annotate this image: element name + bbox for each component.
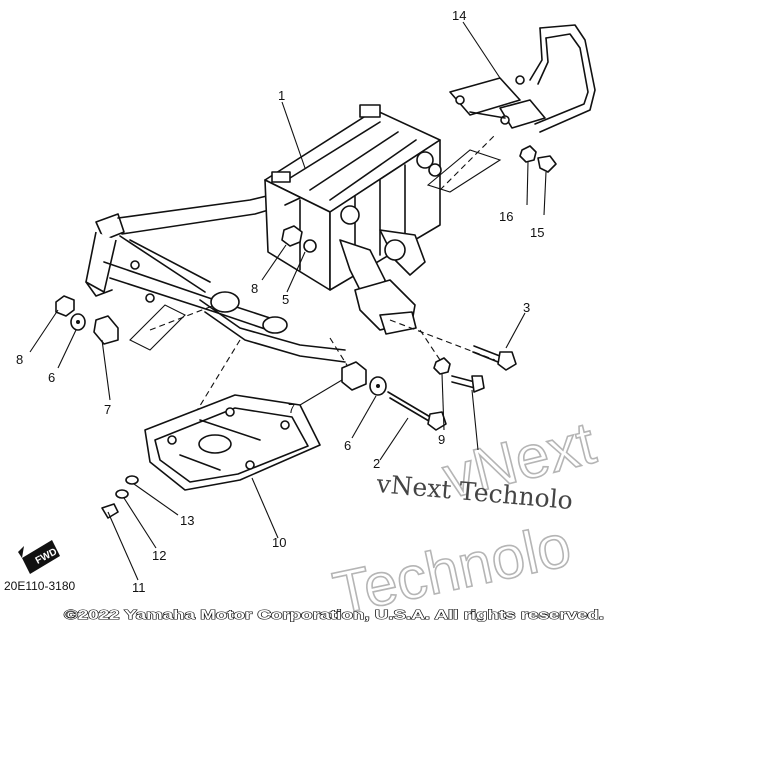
callout-13: 13 [180, 513, 194, 528]
bolt-11 [101, 503, 119, 519]
callout-11: 11 [132, 580, 146, 595]
callout-leaders [29, 21, 547, 581]
rear-grab-bar [449, 24, 596, 133]
callout-2: 2 [373, 456, 380, 471]
watermark: vNext Technolo [327, 408, 603, 628]
bolt-15 [537, 155, 557, 173]
washer-12 [115, 489, 129, 499]
collar-7-right [341, 361, 367, 391]
nut-8-center [281, 225, 303, 247]
callout-5: 5 [282, 292, 289, 307]
copyright-notice: ©2022 Yamaha Motor Corporation, U.S.A. A… [64, 607, 604, 622]
nut-16 [519, 145, 537, 163]
bolt-2 [427, 411, 447, 431]
callouts: 1 2 3 5 6 6 7 7 8 8 9 10 11 12 13 14 15 … [16, 8, 544, 595]
callout-6-left: 6 [48, 370, 55, 385]
callout-7-right: 7 [288, 401, 295, 416]
callout-12: 12 [152, 548, 166, 563]
hardware [55, 145, 557, 519]
nut-8-left [55, 295, 75, 317]
washer-5 [303, 239, 317, 253]
main-frame [85, 104, 442, 363]
skid-plate [144, 394, 321, 491]
callout-15: 15 [530, 225, 544, 240]
callout-14: 14 [452, 8, 466, 23]
callout-10: 10 [272, 535, 286, 550]
washer-13 [125, 475, 139, 485]
diagram-code: 20E110-3180 [4, 579, 76, 593]
nut-9 [433, 357, 451, 375]
fwd-badge: FWD [18, 540, 60, 574]
collar-7-left [93, 315, 119, 345]
callout-8-center: 8 [251, 281, 258, 296]
bolt-3 [497, 351, 517, 371]
callout-3: 3 [523, 300, 530, 315]
callout-9: 9 [438, 432, 445, 447]
callout-8-left: 8 [16, 352, 23, 367]
callout-6-right: 6 [344, 438, 351, 453]
callout-7-left: 7 [104, 402, 111, 417]
callout-1: 1 [278, 88, 285, 103]
callout-16: 16 [499, 209, 513, 224]
